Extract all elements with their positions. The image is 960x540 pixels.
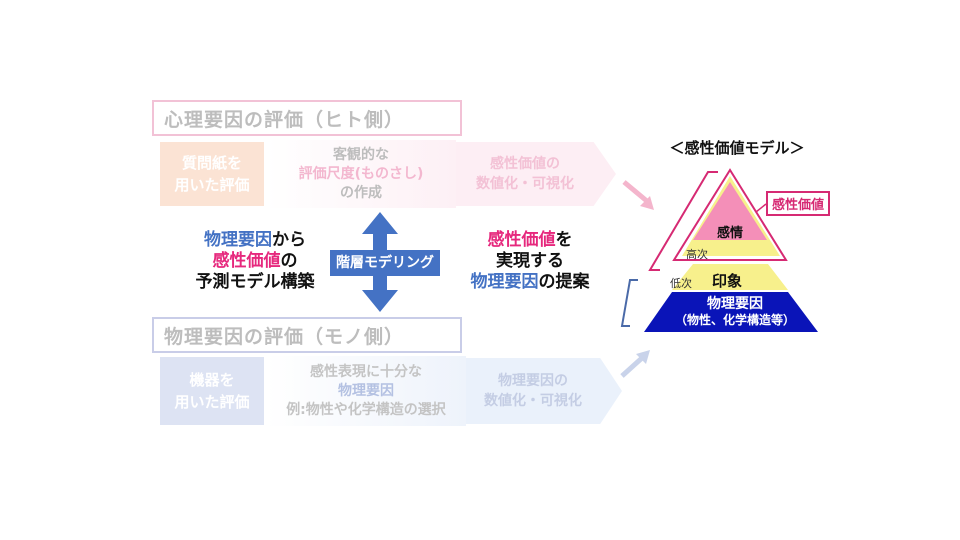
physical-evaluation-title: 物理要因の評価（モノ側）	[152, 317, 462, 353]
objective-scale-line3: の作成	[340, 184, 382, 201]
kansei-value-highlight: 感性価値	[487, 230, 556, 250]
objective-scale-line2: 評価尺度(ものさし)	[298, 165, 424, 182]
blue-arrow-icon	[620, 350, 650, 378]
physical-quantify-chevron: 物理要因の 数値化・可視化	[466, 358, 622, 424]
pink-arrow-icon	[622, 180, 654, 210]
lower-order-label: 低次	[670, 277, 692, 290]
tier-emotion-label: 感情	[716, 226, 743, 241]
objective-scale-line1: 客観的な	[333, 146, 389, 163]
kansei-quantify-line2: 数値化・可視化	[476, 176, 574, 192]
physical-factor-highlight: 物理要因	[204, 230, 272, 250]
physical-quantify-line2: 数値化・可視化	[484, 393, 582, 409]
text-fragment: から	[272, 230, 306, 250]
tier-physical-line1: 物理要因	[707, 296, 763, 312]
sufficient-factors-line3: 例:物性や化学構造の選択	[286, 401, 446, 418]
psych-evaluation-title: 心理要因の評価（ヒト側）	[152, 100, 462, 136]
kansei-value-highlight: 感性価値	[212, 251, 281, 271]
kansei-pyramid	[620, 168, 818, 332]
sufficient-factors-line1: 感性表現に十分な	[310, 363, 422, 380]
prediction-model-text: 物理要因から 感性価値の 予測モデル構築	[180, 230, 330, 293]
physical-quantify-line1: 物理要因の	[498, 373, 568, 389]
text-fragment: の	[280, 251, 298, 271]
tier-physical-label: 物理要因 （物性、化学構造等）	[650, 296, 820, 328]
kansei-quantify-line1: 感性価値の	[490, 156, 560, 172]
tier-impression-label: 印象	[712, 272, 743, 290]
kansei-quantify-chevron: 感性価値の 数値化・可視化	[456, 142, 616, 206]
instrument-method-box: 機器を 用いた評価	[160, 357, 264, 425]
physical-factor-highlight: 物理要因	[470, 272, 539, 292]
kansei-model-title: ＜感性価値モデル＞	[669, 139, 805, 157]
objective-scale-text: 客観的な 評価尺度(ものさし) の作成	[266, 140, 456, 208]
sufficient-factors-text: 感性表現に十分な 物理要因 例:物性や化学構造の選択	[266, 356, 466, 426]
higher-order-label: 高次	[686, 248, 708, 261]
prediction-model-line3: 予測モデル構築	[195, 272, 315, 292]
text-fragment: を	[555, 230, 573, 250]
proposal-text: 感性価値を 実現する 物理要因の提案	[452, 230, 608, 293]
sufficient-factors-line2: 物理要因	[338, 382, 394, 399]
hierarchical-modeling-label: 階層モデリング	[330, 250, 440, 276]
questionnaire-method-box: 質問紙を 用いた評価	[160, 142, 264, 206]
tier-physical-line2: （物性、化学構造等）	[674, 313, 795, 327]
proposal-line2: 実現する	[496, 251, 564, 271]
kansei-value-label: 感性価値	[766, 191, 831, 216]
text-fragment: の提案	[538, 272, 590, 292]
